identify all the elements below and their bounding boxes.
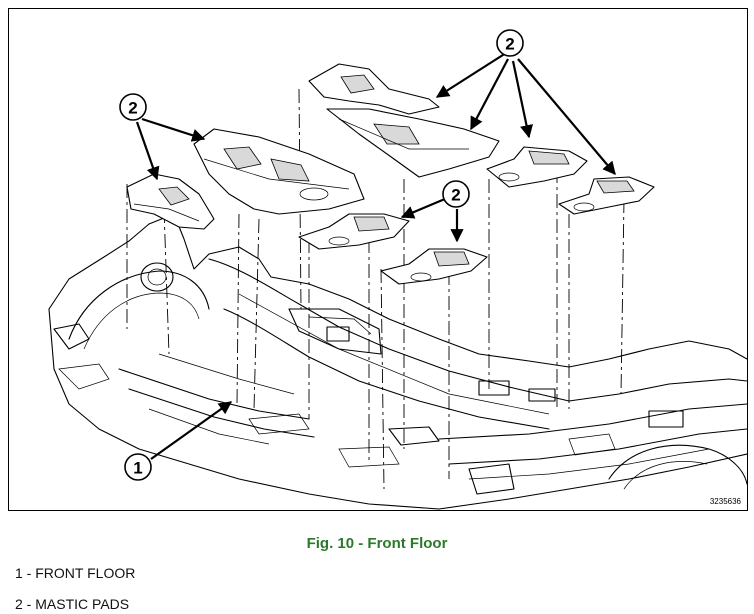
figure-frame: 2 2 2 1 3235636 xyxy=(8,8,748,511)
callout-2-middle: 2 xyxy=(442,180,470,208)
front-floor-diagram: 2 2 2 1 xyxy=(48,29,747,510)
figure-id: 3235636 xyxy=(709,497,741,506)
legend-separator: - xyxy=(22,596,36,612)
callout-2-left: 2 xyxy=(119,93,147,121)
callout-1: 1 xyxy=(124,453,152,481)
legend-label: MASTIC PADS xyxy=(35,596,130,612)
legend-number: 1 xyxy=(15,565,23,581)
callout-label: 2 xyxy=(505,35,514,54)
callout-label: 2 xyxy=(451,186,460,205)
figure-caption: Fig. 10 - Front Floor xyxy=(306,535,448,552)
mastic-pads xyxy=(126,63,655,285)
legend-number: 2 xyxy=(15,596,23,612)
legend-separator: - xyxy=(22,565,36,581)
legend-label: FRONT FLOOR xyxy=(35,565,136,581)
front-floor-pan xyxy=(48,213,747,510)
callout-label: 2 xyxy=(128,99,137,118)
legend-item: 2 - MASTIC PADS xyxy=(15,596,129,612)
callout-label: 1 xyxy=(133,459,142,478)
callout-2-top: 2 xyxy=(496,29,524,57)
legend-item: 1 - FRONT FLOOR xyxy=(15,565,135,581)
